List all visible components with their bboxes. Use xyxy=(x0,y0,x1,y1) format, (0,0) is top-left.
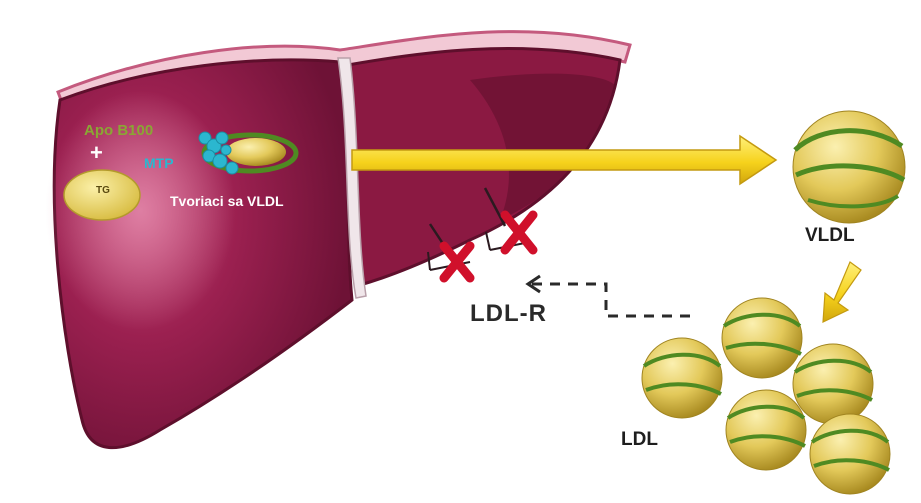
plus-sign: + xyxy=(90,140,103,166)
forming-vldl-label: Tvoriaci sa VLDL xyxy=(170,193,284,209)
ldl-particles xyxy=(642,298,890,494)
ldl-particle xyxy=(642,338,722,418)
ldl-label: LDL xyxy=(621,429,658,451)
vldl-particle xyxy=(793,111,905,223)
arrow-down-icon xyxy=(823,262,861,322)
apo-b100-label: Apo B100 xyxy=(84,122,153,139)
ldl-particle xyxy=(722,298,802,378)
tg-label: TG xyxy=(83,185,123,196)
mtp-label: MTP xyxy=(144,155,174,171)
ldl-r-label: LDL-R xyxy=(470,300,547,328)
ldl-particle xyxy=(793,344,873,424)
ldl-particle xyxy=(810,414,890,494)
vldl-label: VLDL xyxy=(805,225,855,247)
ldl-particle xyxy=(726,390,806,470)
dashed-arrow-left-icon xyxy=(528,276,690,316)
liver xyxy=(45,32,630,448)
